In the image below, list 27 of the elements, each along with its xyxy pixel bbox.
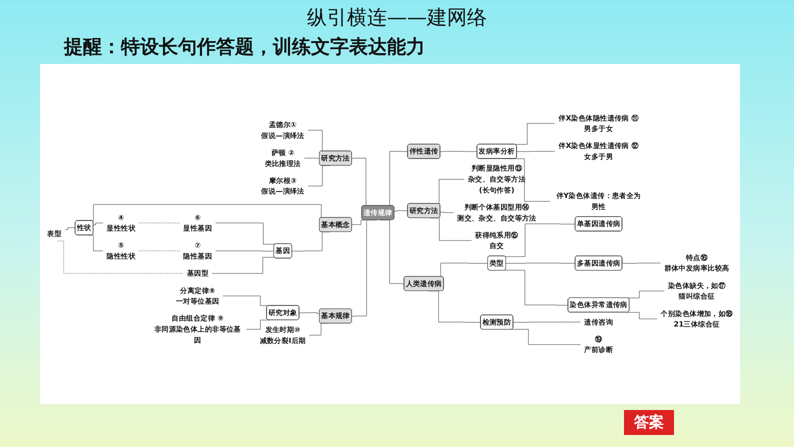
connector — [506, 262, 576, 264]
connector — [57, 240, 184, 274]
connector — [626, 312, 658, 320]
connector — [304, 158, 320, 159]
connector — [504, 224, 576, 257]
connector — [212, 257, 275, 274]
connector — [222, 296, 270, 306]
connector — [440, 151, 478, 152]
title: 纵引横连——建网络 — [306, 4, 488, 31]
connector — [215, 250, 274, 252]
connector — [440, 212, 454, 213]
connector — [516, 151, 556, 152]
connector — [512, 329, 581, 345]
connector — [394, 210, 408, 212]
connector — [65, 227, 76, 230]
connector — [299, 312, 320, 314]
connector — [626, 290, 665, 298]
connector — [622, 262, 661, 264]
connector — [352, 220, 366, 225]
answer-button: 答案 — [624, 410, 674, 435]
reminder-text: 提醒：特设长句作答题，训练文字表达能力 — [64, 35, 425, 60]
connector — [504, 270, 568, 306]
connector — [246, 320, 270, 330]
connector — [215, 222, 276, 244]
connector — [93, 222, 104, 226]
connector — [138, 250, 180, 252]
connector — [512, 322, 581, 323]
